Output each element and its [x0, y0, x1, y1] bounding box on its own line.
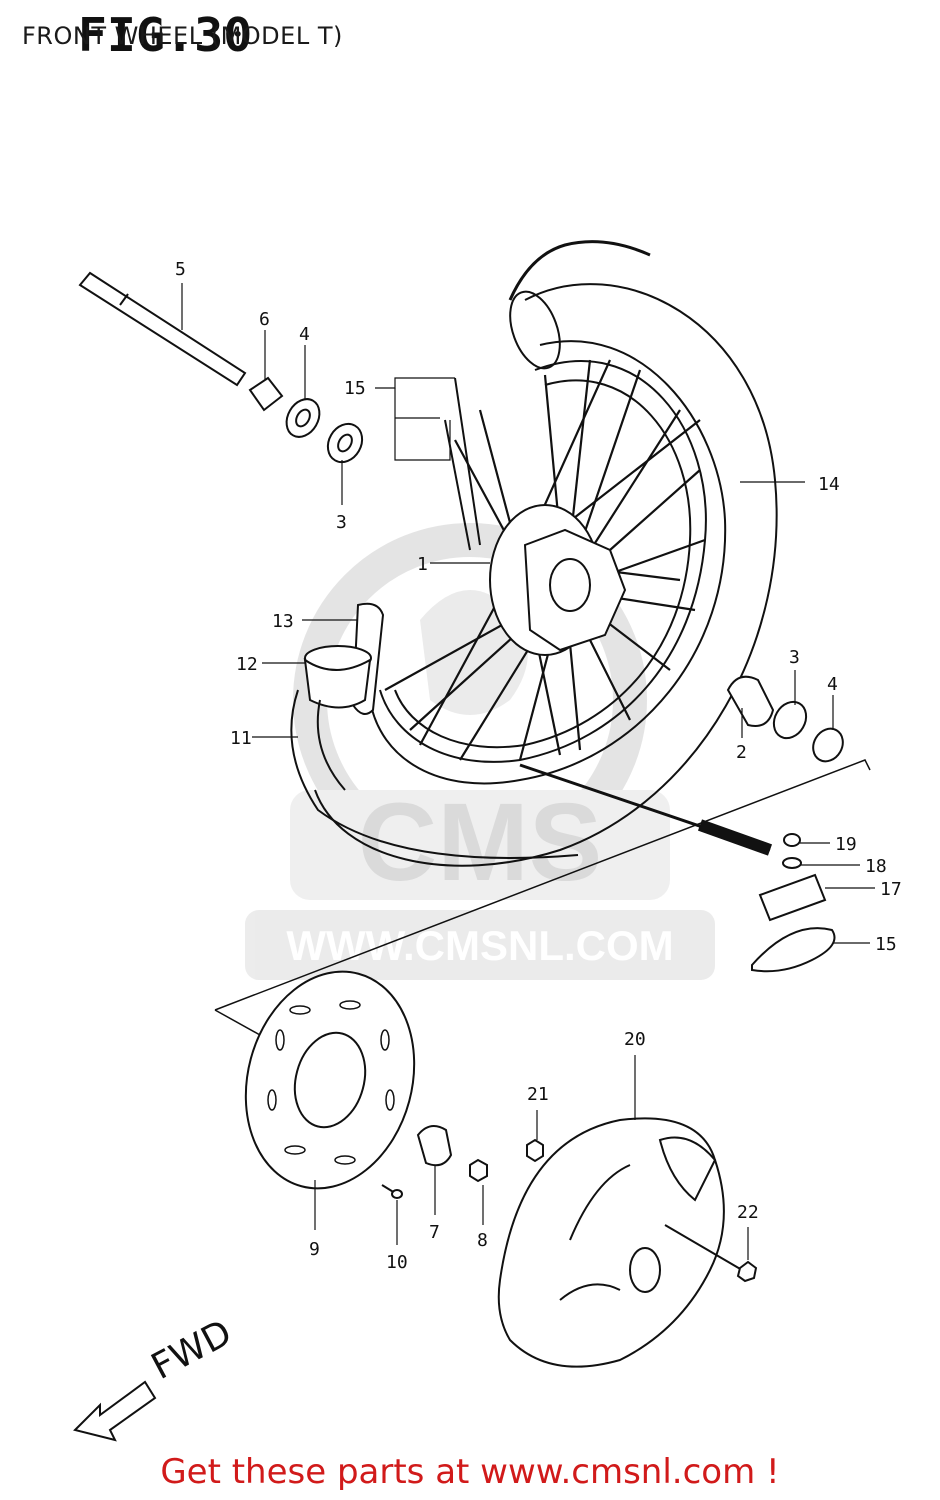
callout-18: 18	[865, 856, 887, 877]
hub-flange	[525, 530, 625, 650]
callout-3: 3	[336, 512, 347, 533]
bearing-3	[321, 418, 369, 469]
fwd-arrow: FWD	[75, 1312, 238, 1440]
watermark-url-panel	[245, 910, 715, 980]
fwd-arrow-icon	[75, 1382, 155, 1440]
callout-10: 10	[386, 1252, 408, 1273]
callout-2: 2	[736, 742, 747, 763]
rim-lock-15-plate	[752, 928, 835, 971]
valve-washer-18	[783, 858, 801, 868]
callout-15-right: 15	[875, 934, 897, 955]
tire-inner-edge	[370, 341, 725, 783]
valve-stem	[520, 765, 770, 850]
callout-4-right: 4	[827, 674, 838, 695]
callout-3-right: 3	[789, 647, 800, 668]
callout-20: 20	[624, 1029, 646, 1050]
figure-number: FIG.30	[77, 8, 253, 62]
callout-8: 8	[477, 1230, 488, 1251]
callout-22: 22	[737, 1202, 759, 1223]
exploded-guide-line-lower	[215, 1010, 260, 1035]
callout-17: 17	[880, 879, 902, 900]
callout-19: 19	[835, 834, 857, 855]
watermark-url: WWW.CMSNL.COM	[286, 922, 673, 969]
wheel-assembly	[315, 242, 777, 866]
callout-14: 14	[818, 474, 840, 495]
spacer-6	[250, 378, 282, 410]
spacer-7	[418, 1126, 451, 1165]
rim-inner	[395, 380, 690, 747]
bolt-10	[382, 1185, 402, 1198]
tube-11	[291, 690, 578, 858]
exploded-guide-line-upper	[215, 760, 870, 1010]
cms-watermark: CMS WWW.CMSNL.COM	[245, 540, 715, 980]
rim-outer	[380, 361, 706, 762]
page-title: FRONT WHEEL (MODEL T)	[22, 22, 343, 50]
callout-1: 1	[417, 554, 428, 575]
callout-9: 9	[309, 1239, 320, 1260]
brake-disc-9	[222, 953, 437, 1208]
callout-13: 13	[272, 611, 294, 632]
axle-5	[80, 273, 245, 385]
tire-cross-section	[501, 285, 570, 375]
callout-12: 12	[236, 654, 258, 675]
hub-bore	[550, 559, 590, 611]
bolt-22	[665, 1225, 756, 1281]
fwd-label: FWD	[145, 1312, 238, 1388]
callout-6: 6	[259, 309, 270, 330]
disc-cover-20	[499, 1118, 724, 1366]
bearing-3-right	[768, 696, 813, 744]
nut-8	[470, 1160, 487, 1181]
watermark-cms-panel	[290, 790, 670, 900]
nut-21	[527, 1140, 543, 1161]
callout-7: 7	[429, 1222, 440, 1243]
callout-15: 15	[344, 378, 366, 399]
rim-band-12-13	[305, 604, 383, 714]
oil-seal-4-right	[807, 723, 848, 766]
callout-11: 11	[230, 728, 252, 749]
spacer-2	[728, 677, 773, 726]
right-side-parts	[728, 677, 849, 972]
callout-4: 4	[299, 324, 310, 345]
spoke-set-15-detail	[445, 378, 480, 550]
watermark-brand: CMS	[358, 781, 602, 904]
callout-21: 21	[527, 1084, 549, 1105]
rim-lock-17	[760, 875, 825, 920]
valve-nut-19	[784, 834, 800, 846]
disc-vent-holes	[268, 1001, 394, 1164]
footer-promo-text[interactable]: Get these parts at www.cmsnl.com !	[160, 1452, 780, 1492]
callout-labels: 5 6 4 15 3 14 1 13 12 11 3 4 2 19 18 17 …	[175, 259, 902, 1273]
oil-seal-4	[280, 393, 326, 443]
tire-tread-top	[510, 242, 650, 300]
callout-5: 5	[175, 259, 186, 280]
leader-lines	[182, 283, 875, 1260]
